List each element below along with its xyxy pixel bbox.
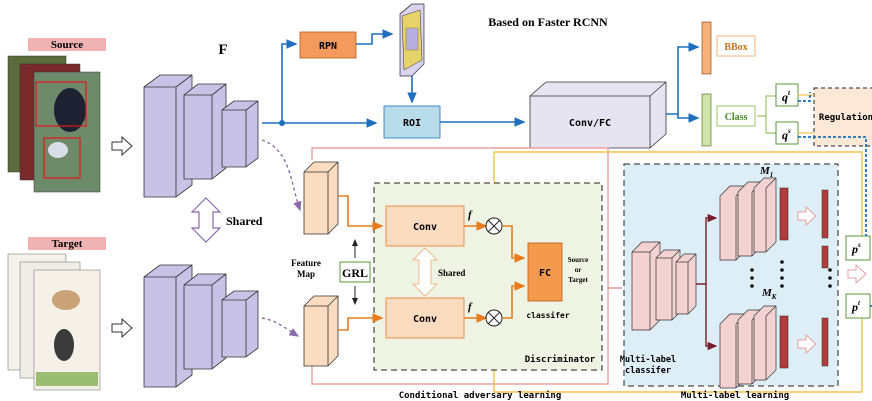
pink-loop-line xyxy=(311,147,609,385)
pt-label: pt xyxy=(851,299,861,314)
multilabel-backbone xyxy=(631,241,697,331)
multilabel-caption: Multi-label learning xyxy=(681,390,789,401)
f-bottom-label: f xyxy=(468,301,473,313)
m1-label: M1 xyxy=(759,165,773,179)
branch-ellipsis xyxy=(750,260,832,288)
class-box xyxy=(716,105,756,127)
feature-map-source xyxy=(303,161,339,235)
target-bird-2 xyxy=(54,329,74,361)
target-label-bg xyxy=(28,237,106,250)
mult-bottom-node xyxy=(485,309,503,327)
fc-output-2: or xyxy=(575,266,582,274)
ps-box xyxy=(845,235,871,261)
multilabel-classifier-label-2: classifer xyxy=(625,365,671,376)
target-bird-1 xyxy=(52,290,80,310)
bbox-vector xyxy=(701,21,712,75)
bbox-box xyxy=(716,35,756,57)
class-to-qs xyxy=(765,116,776,134)
input-arrow-source xyxy=(111,135,133,157)
qt-label: qt xyxy=(782,89,791,104)
shared-backbone-label: Shared xyxy=(226,214,263,228)
mult-top-node xyxy=(485,217,503,235)
flow-to-rpn xyxy=(281,39,298,123)
roi-box xyxy=(383,105,441,139)
rpn-label: RPN xyxy=(319,41,337,52)
regulation-label: Regulation xyxy=(819,112,872,123)
yellow-bottom-line xyxy=(494,318,863,393)
dashed-qt-link xyxy=(798,92,811,102)
qs-label: qs xyxy=(782,127,791,142)
roi-label: ROI xyxy=(403,118,421,129)
flow-to-branch-k xyxy=(705,284,718,351)
discriminator-label: Discriminator xyxy=(525,354,596,365)
flow-to-class xyxy=(677,113,700,123)
curved-to-feature-target xyxy=(261,317,300,337)
curved-to-feature-source xyxy=(261,139,302,212)
flow-to-bbox xyxy=(666,42,700,115)
ps-label: ps xyxy=(851,241,861,256)
fc-box xyxy=(527,242,563,302)
yellow-top-line xyxy=(494,151,863,236)
f-top-label: f xyxy=(468,209,473,221)
class-label: Class xyxy=(725,112,748,123)
grl-box xyxy=(339,261,371,283)
conv-bottom-box xyxy=(385,297,465,339)
fc-label: FC xyxy=(539,268,551,279)
source-label: Source xyxy=(51,39,83,51)
input-arrow-target xyxy=(111,317,133,339)
source-bbox-1 xyxy=(35,81,87,127)
branch-1-stack xyxy=(719,177,789,261)
output-vector-1 xyxy=(821,189,829,239)
target-label: Target xyxy=(52,238,83,250)
class-vector xyxy=(701,93,712,147)
rpn-box xyxy=(299,31,357,59)
output-vector-mid xyxy=(821,245,829,269)
shared-backbone-arrow xyxy=(190,197,222,243)
dashed-qs-to-ps xyxy=(798,136,867,236)
shared-conv-arrow xyxy=(411,247,439,297)
source-bbox-2 xyxy=(43,137,81,179)
bbox-label: BBox xyxy=(724,42,747,53)
backbone-source xyxy=(143,74,259,198)
diagram-title: Based on Faster RCNN xyxy=(488,15,608,29)
flow-to-branch-1 xyxy=(696,213,718,285)
fc-classifier-label: classifer xyxy=(526,310,570,320)
fc-output-1: Source xyxy=(568,256,588,264)
class-to-qt xyxy=(757,95,776,117)
hollow-arrow-branch-1 xyxy=(797,205,817,227)
feature-map-label-1: Feature xyxy=(291,258,321,268)
flow-rpn-to-proposals xyxy=(356,29,394,45)
output-vector-k xyxy=(821,317,829,367)
flow-mult-bottom-to-fc xyxy=(502,281,526,319)
adversarial-caption: Conditional adversary learning xyxy=(399,390,562,401)
feature-map-label-2: Map xyxy=(297,269,315,279)
conv-top-label: Conv xyxy=(413,222,437,233)
convfc-label: Conv/FC xyxy=(569,118,611,129)
source-bird-2 xyxy=(48,142,68,158)
pt-box xyxy=(845,293,871,319)
conv-bottom-label: Conv xyxy=(413,314,437,325)
backbone-target xyxy=(143,264,259,388)
flow-feature-to-conv-top xyxy=(338,195,384,231)
multilabel-classifier-label-1: Multi-label xyxy=(620,354,676,365)
source-group: Source xyxy=(7,38,106,193)
hollow-arrow-output xyxy=(847,263,867,285)
shared-conv-label: Shared xyxy=(438,268,465,278)
hollow-arrow-branch-k xyxy=(797,333,817,355)
source-bird xyxy=(54,88,86,132)
convfc-block xyxy=(529,81,667,149)
flow-mult-top-to-fc xyxy=(502,225,526,263)
backbone-label: F xyxy=(218,42,227,58)
mk-label: MK xyxy=(761,287,778,301)
proposal-map xyxy=(399,3,425,77)
feature-map-target xyxy=(303,295,339,367)
fc-output-3: Target xyxy=(568,276,588,284)
source-label-bg xyxy=(28,38,106,51)
target-group: Target xyxy=(7,237,106,391)
branch-k-stack xyxy=(719,305,789,389)
grl-label: GRL xyxy=(342,266,368,280)
flow-feature-to-conv-bottom xyxy=(338,313,384,331)
target-grass xyxy=(36,372,98,386)
